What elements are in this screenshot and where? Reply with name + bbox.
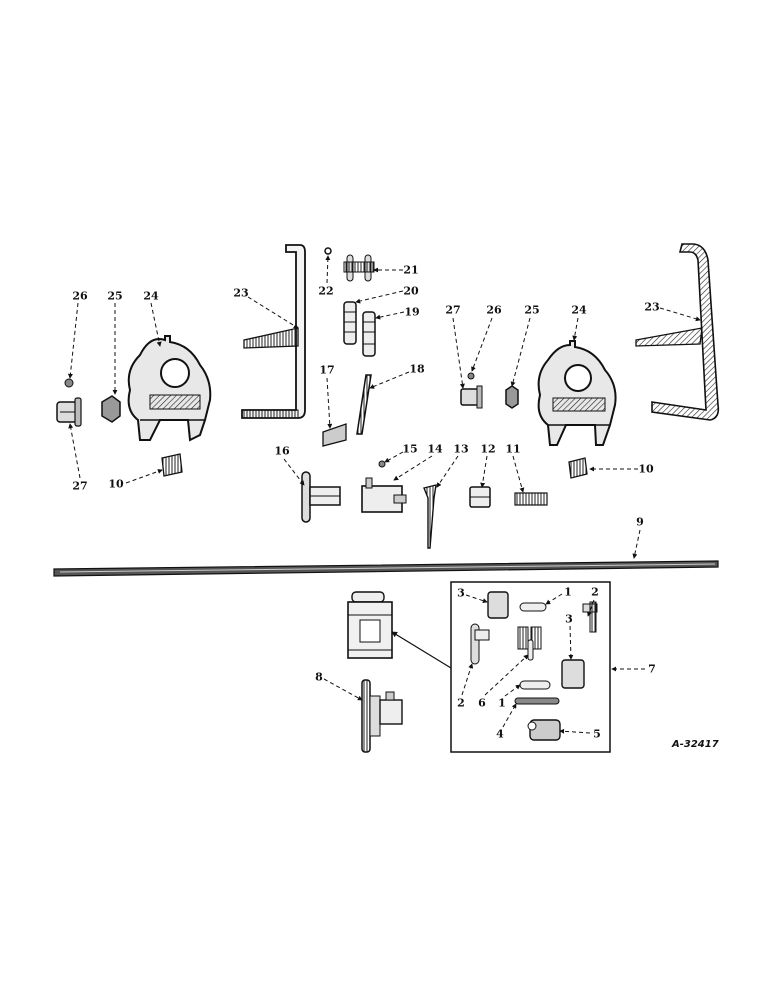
kit-to-assembly-leader xyxy=(391,631,452,669)
bushing-right-part xyxy=(460,385,483,409)
callout-support-left: 23 xyxy=(233,286,249,300)
callout-roller-link-b: 19 xyxy=(404,305,420,319)
callout-sprocket-shaft: 16 xyxy=(274,444,290,458)
callout-support-right: 23 xyxy=(644,300,660,314)
spring-part xyxy=(514,492,548,506)
clip-part xyxy=(322,423,347,447)
pin-left-part xyxy=(64,378,74,388)
bolt-part xyxy=(378,460,386,468)
callout-pin: 1 xyxy=(498,696,506,710)
callout-shaft: 9 xyxy=(636,515,644,529)
chain-link-part xyxy=(343,254,375,282)
lever-part xyxy=(423,484,437,549)
nut-left-part xyxy=(101,395,121,423)
callout-roller: 3 xyxy=(565,612,573,626)
callout-bushing-left: 27 xyxy=(72,479,88,493)
callout-spring: 11 xyxy=(505,442,521,456)
callout-roller: 3 xyxy=(457,586,465,600)
callout-pin-right: 26 xyxy=(486,303,502,317)
assembled-chain-part xyxy=(347,591,393,659)
callout-bracket-right: 24 xyxy=(571,303,587,317)
nut-right-part xyxy=(505,385,519,409)
callout-roller-link-a: 20 xyxy=(403,284,419,298)
sprocket-shaft-part xyxy=(301,471,341,523)
callout-chain-link: 21 xyxy=(403,263,419,277)
callout-kit: 7 xyxy=(648,662,656,676)
roller-link-a-part xyxy=(343,301,357,345)
bar-part xyxy=(356,374,372,435)
callout-connector: 5 xyxy=(593,727,601,741)
kit-parts xyxy=(470,591,598,741)
callout-bolt: 15 xyxy=(402,442,418,456)
figure-id: A-32417 xyxy=(672,739,719,750)
bushing-left-part xyxy=(56,397,82,427)
callout-bracket-left: 24 xyxy=(143,289,159,303)
callout-sprocket: 8 xyxy=(315,670,323,684)
callout-cotter: 22 xyxy=(318,284,334,298)
callout-rivet: 4 xyxy=(496,727,504,741)
housing-part xyxy=(361,477,407,513)
pin-right-part xyxy=(467,372,475,380)
block-right-part xyxy=(568,457,588,479)
callout-link: 2 xyxy=(591,585,599,599)
support-right-part xyxy=(635,243,720,421)
roller-link-b-part xyxy=(362,311,376,357)
sprocket-part xyxy=(361,679,403,753)
callout-offset-link: 6 xyxy=(478,696,486,710)
callout-block-right: 10 xyxy=(638,462,654,476)
callout-housing: 14 xyxy=(427,442,443,456)
bracket-right-part xyxy=(537,340,617,446)
callout-clip: 17 xyxy=(319,363,335,377)
callout-pin: 26 xyxy=(72,289,88,303)
bracket-left-part xyxy=(127,335,212,442)
collar-part xyxy=(469,486,491,508)
callout-lever: 13 xyxy=(453,442,469,456)
callout-bushing-right: 27 xyxy=(445,303,461,317)
callout-link: 2 xyxy=(457,696,465,710)
cotter-part xyxy=(324,247,332,255)
callout-bar: 18 xyxy=(409,362,425,376)
callout-block-left: 10 xyxy=(108,477,124,491)
kit-box xyxy=(450,581,611,753)
callout-nut: 25 xyxy=(107,289,123,303)
support-left-part xyxy=(241,244,306,419)
block-left-part xyxy=(161,453,183,477)
callout-pin: 1 xyxy=(564,585,572,599)
leader-lines xyxy=(67,255,701,734)
shaft-part xyxy=(53,560,719,577)
callout-nut-right: 25 xyxy=(524,303,540,317)
callout-collar: 12 xyxy=(480,442,496,456)
